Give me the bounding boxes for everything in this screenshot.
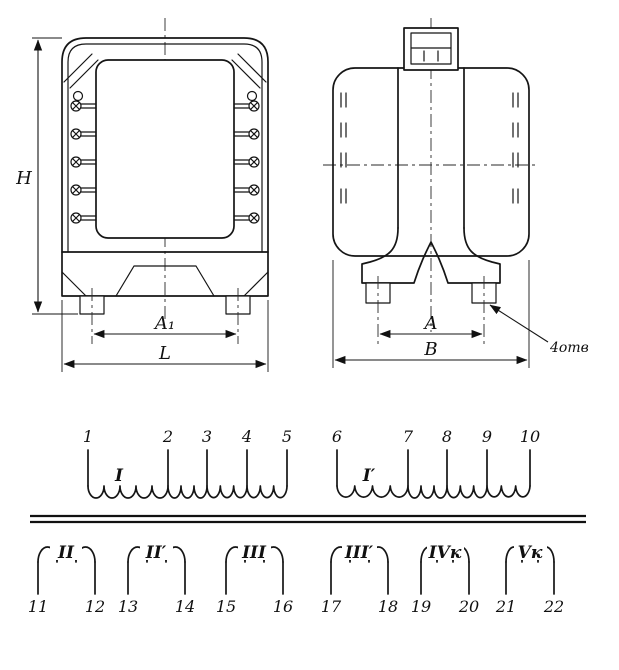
winding-label: IVк [428, 543, 462, 563]
coil-column [397, 67, 465, 229]
winding-III-prime: III′ 17 18 [321, 543, 398, 616]
winding-label: III [241, 543, 267, 563]
holes-leader-line [489, 304, 549, 343]
dim-l: L [61, 300, 269, 372]
terminal-bolts-right [233, 100, 260, 224]
core-window [95, 59, 235, 239]
winding-label: II [57, 543, 75, 563]
dim-h-label: H [15, 168, 32, 189]
side-terminal-ticks-right [512, 92, 519, 204]
base-bracket [61, 251, 269, 344]
terminal-number: 18 [378, 597, 398, 616]
terminal-number: 7 [403, 427, 414, 446]
front-view-drawing: H A₁ L [15, 18, 269, 372]
terminal-leads [505, 561, 555, 595]
winding-schematic: 1 2 3 4 5 I 6 7 8 9 10 I′ II 11 12 [28, 427, 586, 616]
terminal-number: 8 [442, 427, 452, 446]
dim-a: A [379, 313, 483, 339]
dim-b: B [332, 260, 530, 368]
winding-III: III 15 16 [216, 543, 293, 616]
winding-label: II′ [145, 543, 167, 563]
side-terminal-ticks-left [340, 92, 347, 204]
terminal-leads [127, 561, 186, 595]
dim-a-label: A [423, 313, 438, 334]
terminal-number: 4 [241, 427, 252, 446]
terminal-number: 15 [216, 597, 236, 616]
holes-note: 4отв [549, 340, 589, 356]
winding-coil [336, 485, 531, 499]
dim-l-label: L [158, 343, 171, 364]
terminal-number: 13 [118, 597, 138, 616]
terminal-number: 19 [411, 597, 431, 616]
dim-h: H [15, 37, 78, 315]
strap-top-left [63, 53, 99, 102]
lug-centerlines [91, 288, 239, 344]
terminal-leads [87, 449, 288, 487]
skirt-fishtail [361, 227, 501, 284]
terminal-number: 17 [321, 597, 342, 616]
core-lines [30, 514, 586, 524]
dim-a1-label: A₁ [153, 313, 175, 334]
terminal-number: 21 [495, 597, 516, 616]
terminal-number: 11 [28, 597, 48, 616]
terminal-bolts-left [70, 100, 97, 224]
winding-I-prime: 6 7 8 9 10 I′ [332, 427, 540, 499]
holes-callout: 4отв [489, 304, 589, 356]
terminal-number: 3 [202, 427, 212, 446]
terminal-leads [330, 561, 389, 595]
foot-centerlines [377, 276, 485, 344]
terminal-number: 6 [332, 427, 342, 446]
terminal-number: 1 [83, 427, 93, 446]
winding-label: III′ [344, 543, 374, 563]
terminal-number: 10 [520, 427, 540, 446]
shell-outline [61, 37, 269, 297]
strap-top-right [231, 53, 267, 102]
terminal-leads [336, 449, 531, 487]
shell-inner-line [67, 43, 263, 253]
winding-Vk: Vк 21 22 [495, 543, 564, 616]
winding-coil [87, 485, 288, 499]
terminal-number: 16 [273, 597, 293, 616]
terminal-leads [225, 561, 284, 595]
winding-label: I [114, 466, 124, 486]
winding-IVk: IVк 19 20 [411, 543, 479, 616]
side-view-drawing: A B 4отв [323, 18, 589, 368]
dim-b-label: B [423, 339, 437, 360]
dim-a1: A₁ [93, 313, 237, 339]
terminal-number: 12 [85, 597, 105, 616]
terminal-number: 22 [543, 597, 564, 616]
winding-label: I′ [362, 466, 376, 486]
terminal-number: 5 [282, 427, 292, 446]
winding-II-prime: II′ 13 14 [118, 543, 195, 616]
terminal-number: 2 [162, 427, 173, 446]
winding-II: II 11 12 [28, 543, 105, 616]
terminal-number: 9 [482, 427, 492, 446]
terminal-block [403, 27, 459, 71]
terminal-number: 20 [458, 597, 479, 616]
winding-label: Vк [518, 543, 543, 563]
terminal-leads [37, 561, 96, 595]
terminal-leads [420, 561, 470, 595]
terminal-number: 14 [175, 597, 195, 616]
winding-I: 1 2 3 4 5 I [83, 427, 292, 499]
